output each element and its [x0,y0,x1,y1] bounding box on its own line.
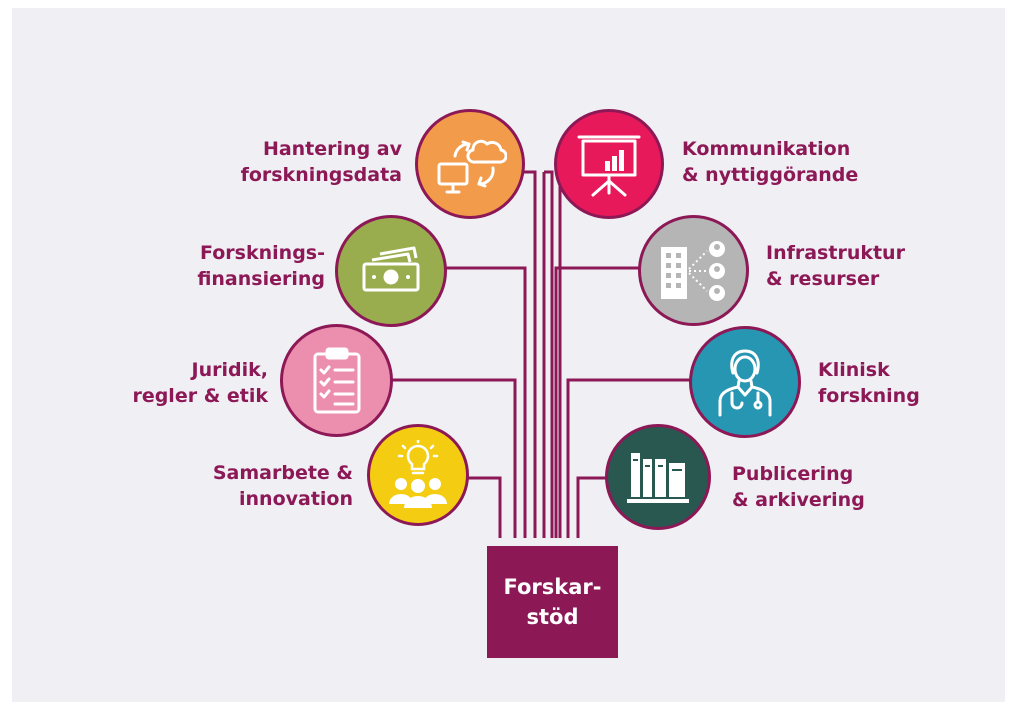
clipboard-checklist-icon [313,347,360,413]
label-line: regler & etik [132,385,268,407]
wire-funding [445,266,527,538]
branch-circle-publishing [605,424,711,530]
presentation-board-icon [577,135,641,197]
branch-circle-infrastructure [638,215,749,326]
label-line: Kommunikation [682,138,851,160]
label-line: Klinisk [818,359,890,381]
label-line: & resurser [766,268,880,290]
branch-circle-funding [335,215,447,327]
label-publishing: Publicering & arkivering [732,461,865,513]
label-line: Infrastruktur [766,242,905,264]
branch-circle-legal [280,324,393,437]
books-archive-icon [627,453,689,503]
building-network-icon [660,240,725,301]
label-line: Publicering [732,463,854,485]
branch-circle-collaboration [367,424,469,526]
label-line: & nyttiggörande [682,164,859,186]
branch-circle-data-management [415,109,525,219]
label-line: Forsknings- [200,242,325,264]
root-label-line2: stöd [526,605,579,629]
branch-circle-communication [554,109,664,219]
label-collaboration: Samarbete & innovation [213,460,353,512]
root-label-line1: Forskar- [503,575,602,599]
label-line: forskning [818,385,920,407]
wire-legal [390,378,517,538]
banknotes-icon [362,246,420,292]
diagram-canvas: Hantering av forskningsdata Forsknings- … [12,8,1005,702]
label-data-management: Hantering av forskningsdata [241,136,402,188]
root-node: Forskar- stöd [487,546,618,658]
label-line: innovation [239,488,353,510]
label-clinical: Klinisk forskning [818,357,920,409]
wire-publishing [576,476,606,538]
label-line: forskningsdata [240,164,402,186]
wire-collaboration [467,476,502,538]
label-line: Juridik, [191,359,268,381]
label-legal: Juridik, regler & etik [132,357,268,409]
doctor-icon [718,349,772,417]
branch-circle-clinical [689,326,801,438]
label-funding: Forsknings- finansiering [197,240,325,292]
lightbulb-team-icon [389,440,447,508]
label-communication: Kommunikation & nyttiggörande [682,136,858,188]
wire-infrastructure [554,266,640,538]
label-line: & arkivering [732,489,865,511]
label-line: Samarbete & [212,462,353,484]
label-line: Hantering av [262,138,402,160]
wire-clinical [566,378,692,538]
wire-comm-a [544,170,554,538]
computer-cloud-sync-icon [437,139,507,194]
label-infrastructure: Infrastruktur & resurser [766,240,905,292]
label-line: finansiering [197,268,325,290]
connector-lines [390,170,692,538]
